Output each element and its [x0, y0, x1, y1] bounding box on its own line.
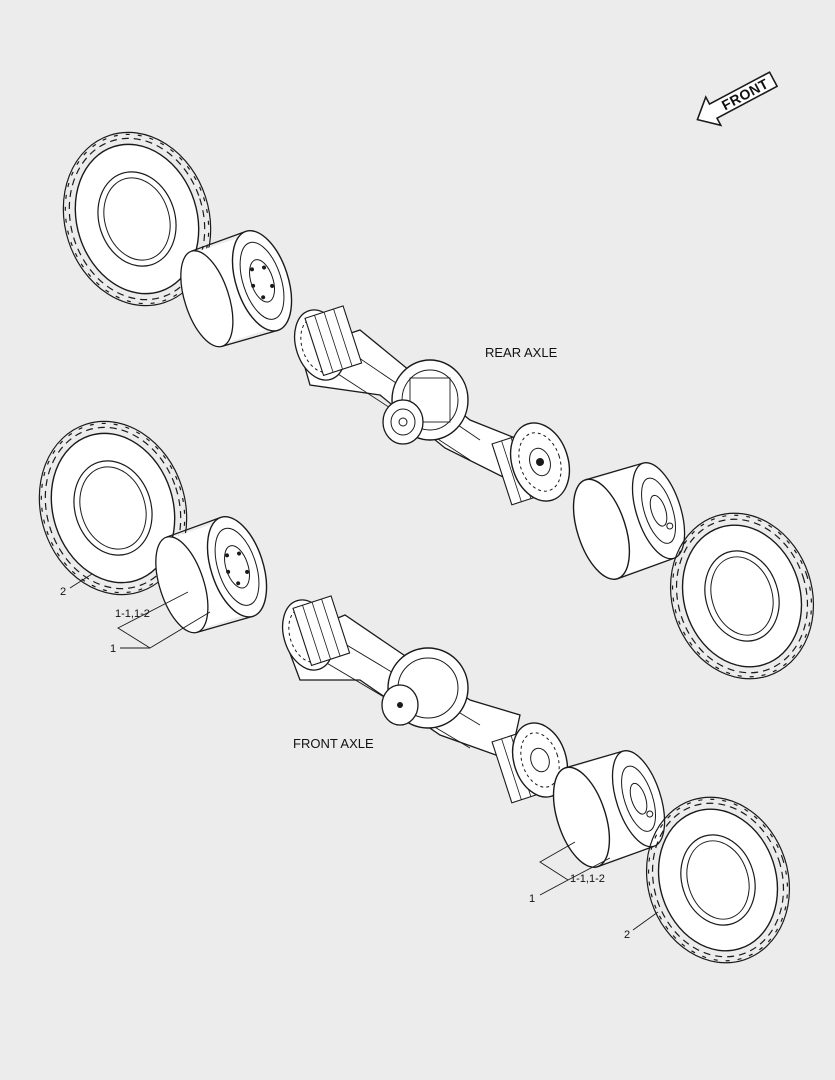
front-left-rim [155, 516, 268, 634]
callout-rim-left-sub: 1-1,1-2 [115, 608, 150, 620]
rear-axle-housing [293, 305, 571, 506]
callout-tire-right: 2 [624, 911, 659, 941]
callout-tire-right-number: 2 [624, 929, 630, 941]
callout-rim-right: 1-1,1-2 1 [529, 841, 611, 905]
rear-axle-label: REAR AXLE [485, 345, 558, 360]
front-left-tire [38, 420, 188, 596]
front-right-tire [645, 796, 791, 964]
callout-tire-left-number: 2 [60, 586, 66, 598]
callout-tire-left: 2 [60, 573, 93, 598]
callout-rim-right-number: 1 [529, 893, 535, 905]
front-direction-arrow: FRONT [696, 71, 779, 127]
front-axle-label: FRONT AXLE [293, 736, 374, 751]
rear-right-tire [669, 512, 815, 680]
callout-rim-left: 1-1,1-2 1 [110, 591, 211, 655]
callout-rim-right-sub: 1-1,1-2 [570, 873, 605, 885]
front-axle-housing [281, 595, 569, 804]
rear-left-rim [180, 230, 293, 348]
callout-rim-left-number: 1 [110, 643, 116, 655]
rear-right-rim [572, 462, 686, 580]
rear-left-tire [62, 131, 212, 307]
front-right-rim [552, 750, 666, 868]
